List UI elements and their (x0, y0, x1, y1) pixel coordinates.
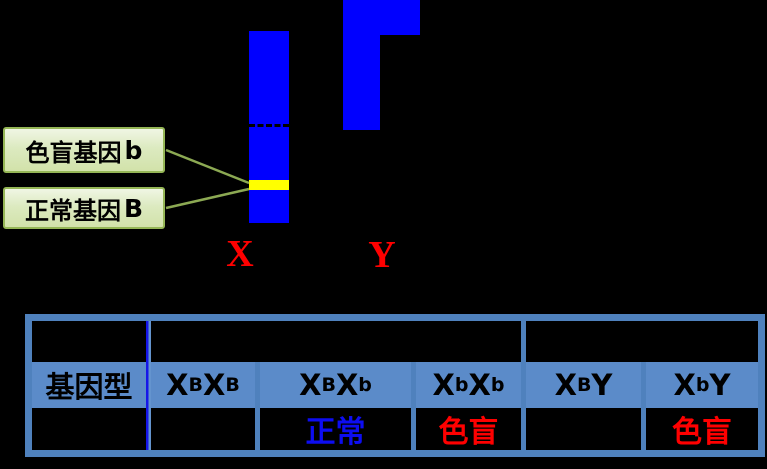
header-cell-empty (32, 321, 146, 362)
phenotype-cell-empty-2 (526, 408, 641, 450)
divider-label-column (146, 321, 151, 450)
genotype-row-label: 基因型 (45, 370, 133, 404)
phenotype-colorblind-female: 色盲 (438, 415, 499, 450)
genotype-row-band (32, 362, 758, 408)
x-chromosome-bar (249, 31, 289, 223)
colorblind-allele: b (124, 135, 143, 165)
y-chromosome-letter: Y (368, 234, 396, 276)
colorblind-gene-text: 色盲基因 (25, 138, 122, 167)
header-group-right (526, 321, 758, 362)
phenotype-row-label-empty (32, 408, 146, 450)
divider-female-male (521, 321, 526, 450)
phenotype-normal: 正常 (305, 415, 366, 450)
divider-sub-3 (641, 362, 646, 450)
header-group-left (151, 321, 521, 362)
divider-sub-2 (411, 362, 416, 450)
normal-gene-text: 正常基因 (24, 196, 121, 225)
y-chromosome-bar (343, 0, 380, 130)
divider-sub-1 (255, 362, 260, 450)
x-chromosome-letter: X (226, 233, 254, 275)
gene-locus-band (249, 180, 289, 190)
phenotype-cell-empty-1 (151, 408, 255, 450)
normal-allele: B (123, 193, 144, 223)
phenotype-colorblind-male: 色盲 (672, 415, 732, 450)
centromere-dashed-line (249, 124, 289, 127)
